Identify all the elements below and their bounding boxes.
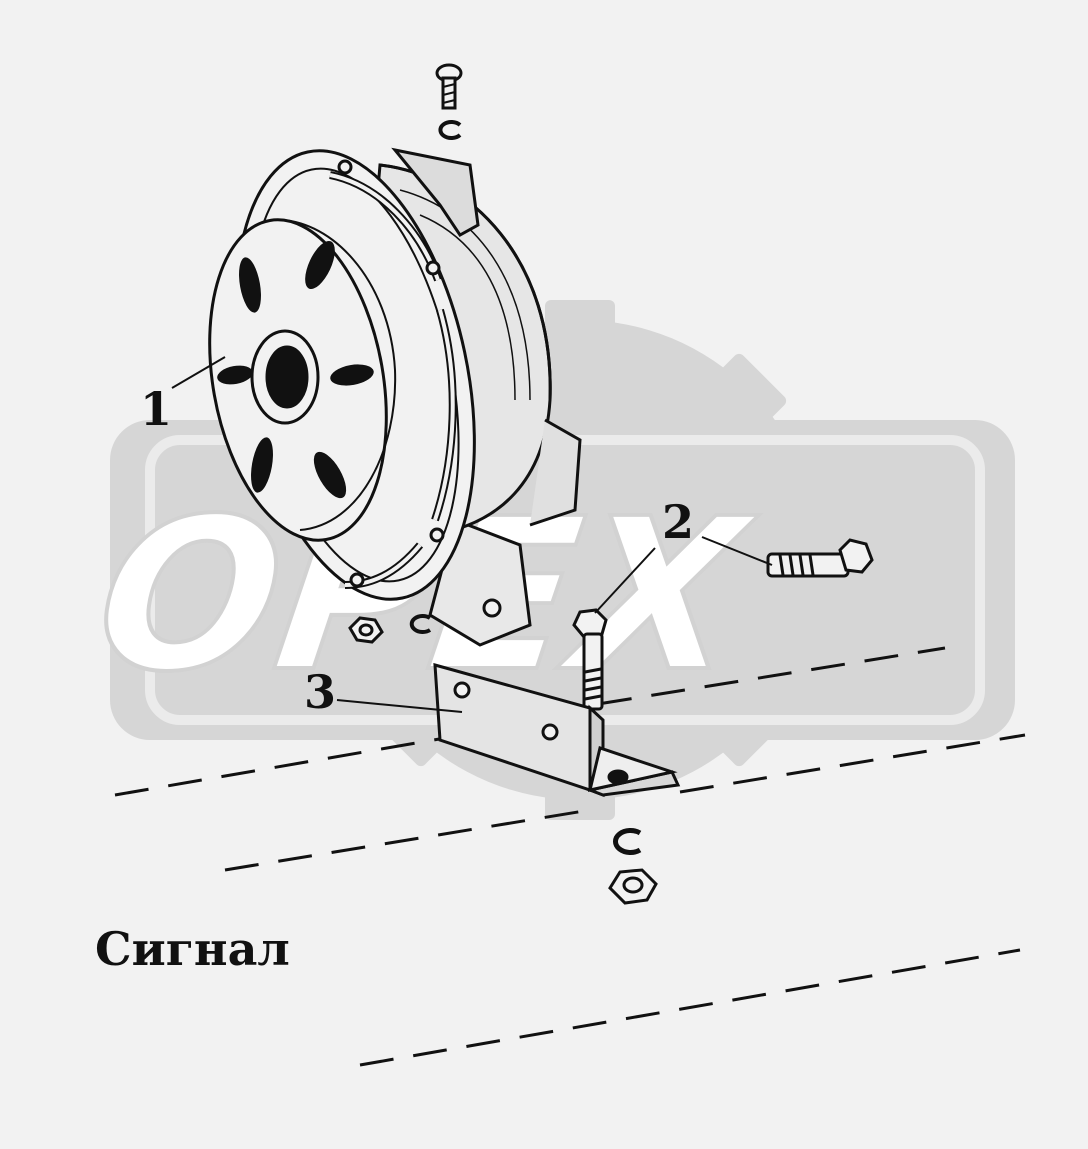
- callout-2: 2: [662, 495, 694, 549]
- horn: [208, 147, 582, 647]
- callout-3: 3: [304, 665, 336, 719]
- bracket: [433, 662, 681, 798]
- surface-dashed-lines: [114, 646, 1026, 1067]
- top-screw: [435, 63, 463, 110]
- bottom-nut: [608, 868, 658, 905]
- horn-grille: [217, 240, 374, 499]
- diagram-caption: Сигнал: [95, 922, 290, 976]
- left-washer: [409, 614, 432, 634]
- bolt-horizontal: [766, 538, 874, 578]
- leader-lines: [171, 356, 773, 713]
- bolt-vertical: [572, 608, 608, 711]
- top-washer: [438, 120, 462, 140]
- callout-1: 1: [140, 382, 172, 436]
- horn-terminal: [391, 147, 480, 237]
- left-nut: [348, 616, 384, 644]
- bottom-washer: [613, 828, 642, 855]
